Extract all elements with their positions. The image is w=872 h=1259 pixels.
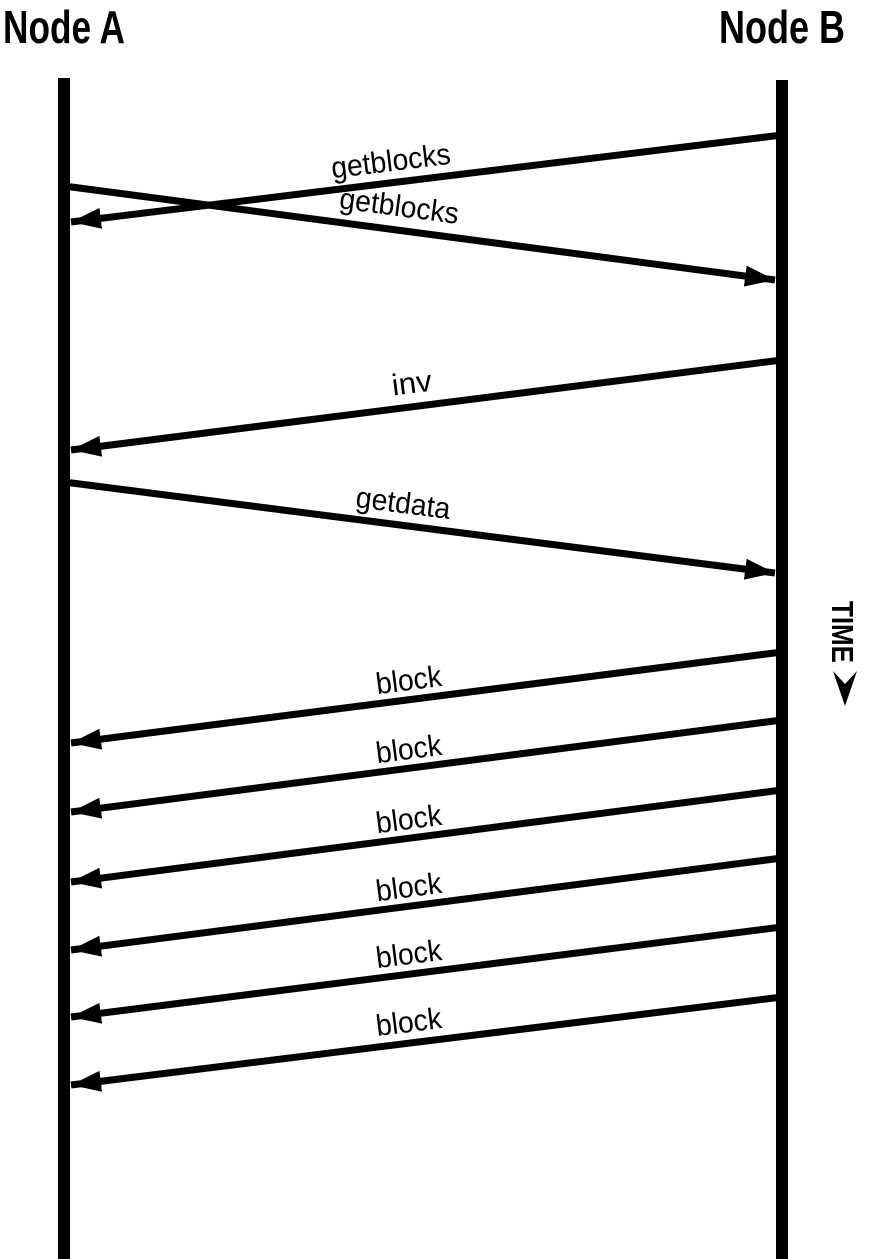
messages-layer: getblocksgetblocksinvgetdatablockblockbl…	[63, 131, 783, 1092]
message-line-block-8	[70, 923, 783, 1024]
message-line-getdata-3	[63, 478, 776, 580]
message-line-block-4	[70, 648, 783, 750]
time-direction-arrow-icon	[833, 671, 857, 706]
lifeline-node-b	[776, 80, 788, 1259]
message-line-inv-2	[70, 356, 783, 457]
node-a-title: Node A	[3, 1, 125, 53]
message-line-block-6	[70, 786, 783, 889]
message-label-inv-2: inv	[390, 365, 434, 403]
message-line-block-9	[70, 993, 783, 1092]
message-line-block-7	[70, 854, 783, 957]
message-line-block-5	[70, 716, 783, 819]
message-line-getblocks-0	[70, 131, 783, 229]
message-label-block-9: block	[374, 1002, 444, 1043]
time-axis-label: TIME	[825, 601, 860, 663]
time-axis: TIME	[825, 601, 860, 706]
lifeline-node-a	[58, 78, 70, 1259]
message-line-getblocks-1	[63, 182, 776, 287]
node-b-title: Node B	[719, 1, 845, 53]
